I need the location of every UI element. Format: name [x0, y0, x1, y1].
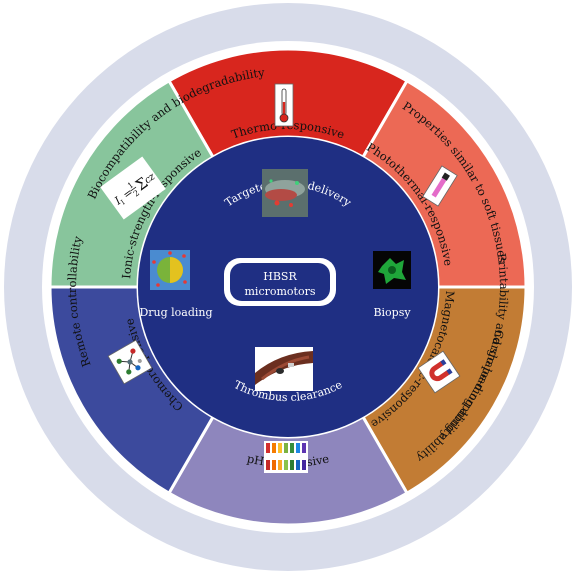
app-label-drug-loading: Drug loading [139, 306, 212, 319]
molecule-icon [107, 339, 153, 385]
targeted-drug-delivery-image [262, 169, 308, 217]
ph-strip-icon [264, 441, 308, 473]
svg-text:1: 1 [126, 180, 135, 190]
center-title: HBSR [263, 270, 297, 283]
svg-text:2: 2 [132, 188, 141, 198]
biopsy-image [373, 251, 411, 289]
app-label-biopsy: Biopsy [373, 306, 411, 319]
svg-text:c: c [143, 174, 154, 186]
thrombus-clearance-image [255, 347, 313, 391]
thermometer-icon [274, 83, 294, 127]
light-pen-icon [422, 165, 458, 207]
center-subtitle: micromotors [245, 285, 316, 298]
magnet-icon [417, 350, 461, 394]
ionic-strength-formula-icon: I I = 1 2 Σ c z [100, 156, 166, 220]
inner-applications: Targeted drug delivery Thrombus clearanc… [139, 169, 411, 404]
svg-text:I: I [120, 198, 127, 206]
drug-loading-image [150, 250, 190, 290]
center-label-box: HBSR micromotors [224, 258, 336, 306]
